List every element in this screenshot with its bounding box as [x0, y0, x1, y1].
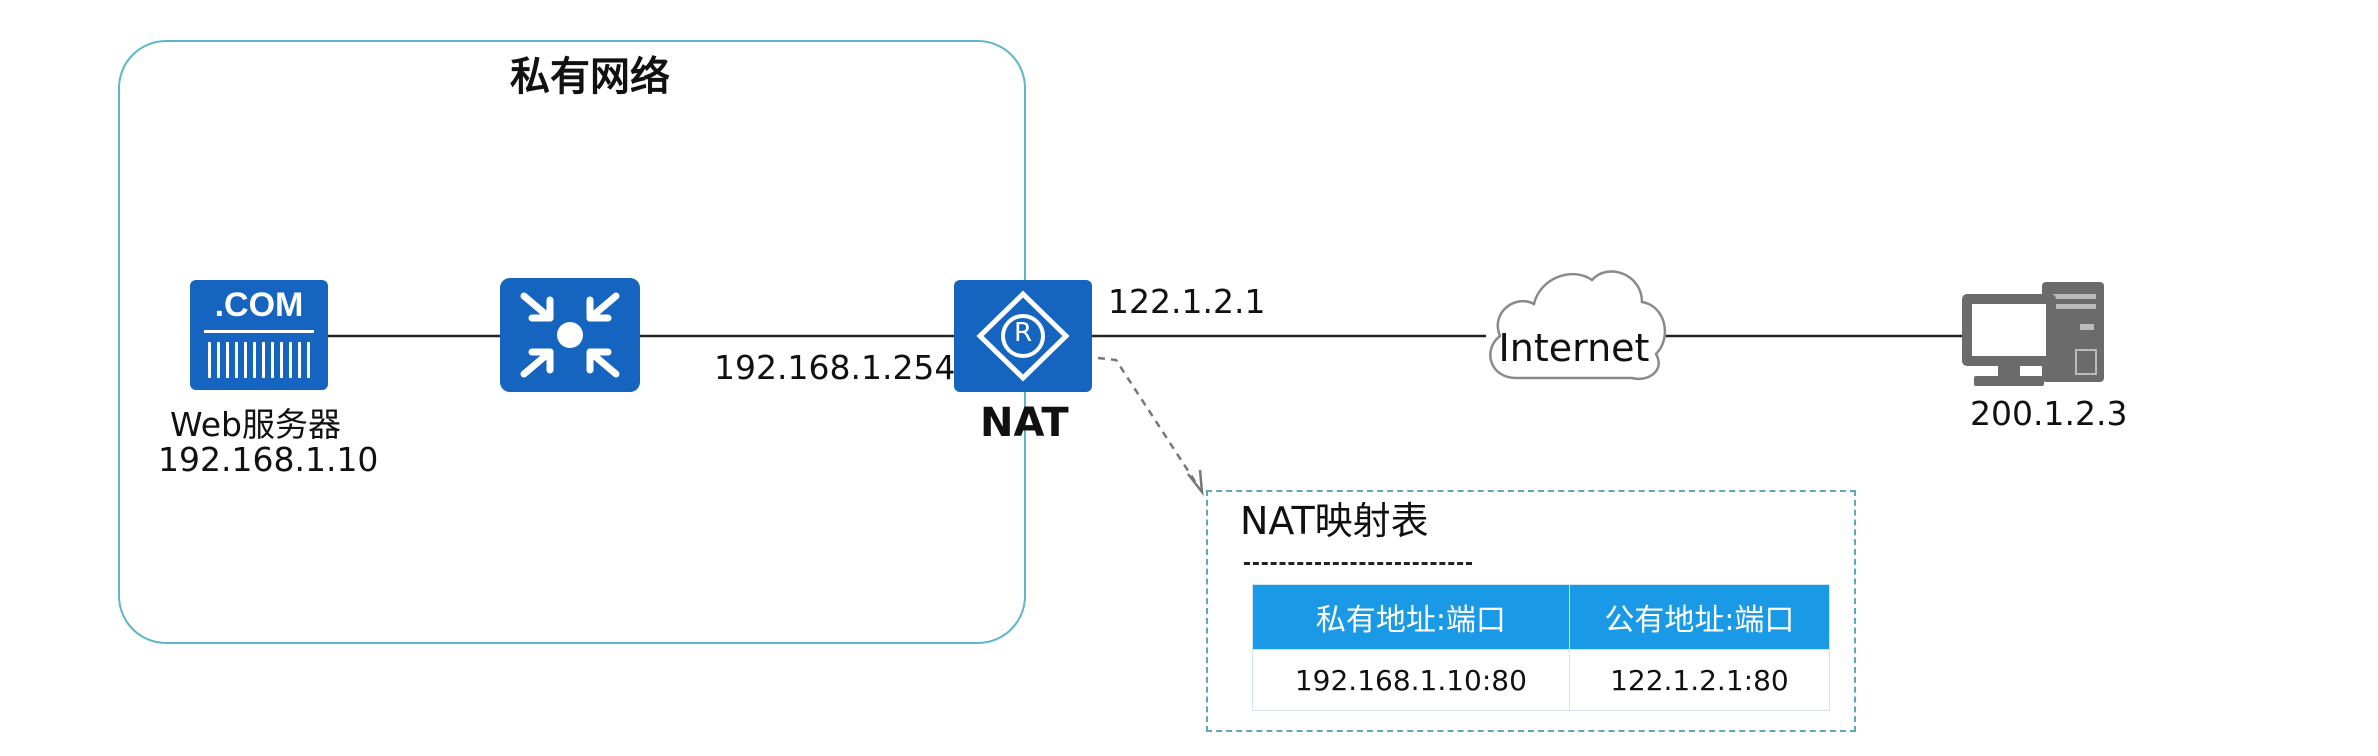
nat-table-header-private: 私有地址:端口 — [1252, 584, 1570, 650]
nat-table-header-row: 私有地址:端口 公有地址:端口 — [1252, 584, 1831, 650]
router-icon: R — [954, 280, 1092, 392]
server-icon-text: .COM — [214, 286, 304, 324]
web-server-ip: 192.168.1.10 — [158, 440, 379, 479]
nat-mapping-table: 私有地址:端口 公有地址:端口 192.168.1.10:80 122.1.2.… — [1252, 584, 1831, 711]
mapping-arrow — [1097, 356, 1200, 487]
server-icon-bars — [208, 342, 310, 378]
nat-table-title: NAT映射表 — [1240, 499, 1429, 543]
table-row: 192.168.1.10:80 122.1.2.1:80 — [1252, 649, 1831, 711]
web-server-icon: .COM — [190, 280, 328, 390]
switch-icon — [500, 278, 640, 392]
internet-label: Internet — [1498, 326, 1650, 370]
nat-table-header-public: 公有地址:端口 — [1568, 584, 1831, 650]
private-network-title: 私有网络 — [510, 54, 670, 100]
web-server-name: Web服务器 — [170, 405, 341, 444]
router-inside-ip: 192.168.1.254 — [714, 348, 956, 387]
router-outside-ip: 122.1.2.1 — [1108, 282, 1266, 321]
router-diamond-icon — [976, 290, 1070, 382]
nat-table-box — [1206, 490, 1856, 732]
nat-table-cell-public: 122.1.2.1:80 — [1568, 649, 1831, 711]
nat-table-dashes — [1244, 562, 1472, 565]
router-letter: R — [1013, 318, 1033, 348]
server-icon-rule — [204, 330, 314, 333]
cloud-icon — [1489, 270, 1667, 381]
nat-table-cell-private: 192.168.1.10:80 — [1252, 649, 1570, 711]
switch-arrows-icon — [520, 292, 620, 378]
pc-icon — [1962, 282, 2104, 386]
router-label: NAT — [980, 400, 1069, 446]
remote-host-ip: 200.1.2.3 — [1970, 394, 2128, 433]
mapping-arrowhead — [1187, 469, 1204, 497]
